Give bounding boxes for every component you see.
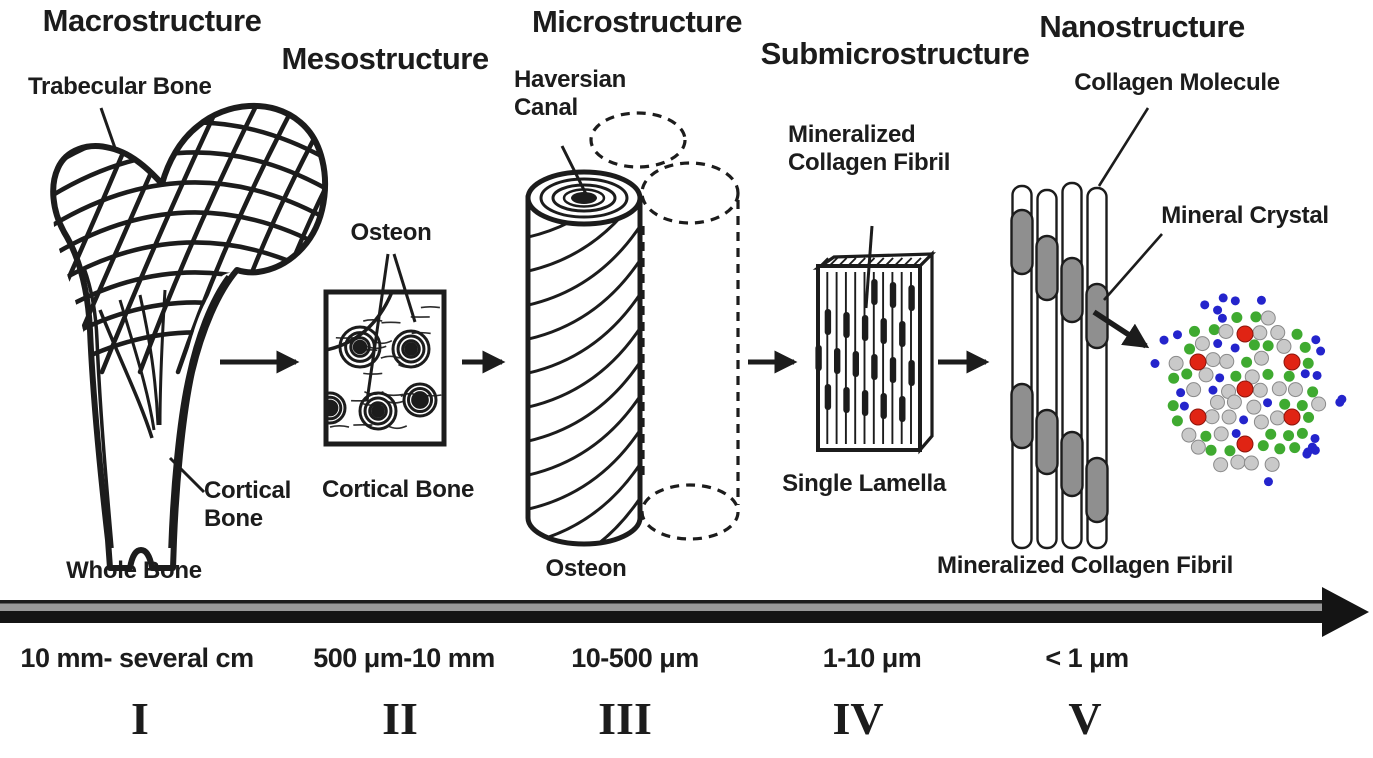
label-whole-bone: Whole Bone bbox=[66, 557, 202, 584]
stage-title-microstructure: Microstructure bbox=[531, 4, 743, 39]
scale-range-meso: 500 μm-10 mm bbox=[313, 643, 495, 673]
label-trabecular-bone: Trabecular Bone bbox=[28, 73, 212, 100]
label-single-lamella: Single Lamella bbox=[782, 470, 946, 497]
level-numeral-2: II bbox=[382, 693, 418, 744]
stage-title-macrostructure: Macrostructure bbox=[42, 3, 262, 38]
label-mineralized-collagen-fibril-nano: Mineralized Collagen Fibril bbox=[937, 552, 1233, 579]
collagen-molecule-pointer-line bbox=[1097, 107, 1150, 187]
label-osteon-micro: Osteon bbox=[545, 555, 627, 582]
label-mineral-crystal: Mineral Crystal bbox=[1161, 202, 1329, 229]
osteon-pointer-line-2 bbox=[392, 253, 417, 323]
scale-range-macro: 10 mm- several cm bbox=[20, 643, 254, 673]
femur-outline bbox=[50, 102, 329, 571]
osteon-cylinder-illustration bbox=[525, 111, 740, 547]
stage-title-submicrostructure: Submicrostructure bbox=[760, 36, 1030, 71]
stage-title-mesostructure: Mesostructure bbox=[281, 41, 489, 76]
mineralized-fibril-illustration bbox=[1010, 181, 1109, 550]
label-collagen-molecule: Collagen Molecule bbox=[1074, 69, 1280, 96]
scale-range-micro: 10-500 μm bbox=[571, 643, 699, 673]
level-numeral-4: IV bbox=[832, 693, 884, 744]
crystal-zoom-arrow bbox=[1092, 309, 1150, 349]
level-numeral-5: V bbox=[1068, 693, 1102, 744]
scale-axis-arrow bbox=[0, 587, 1369, 637]
level-numeral-1: I bbox=[131, 693, 149, 744]
trabecular-pointer-line bbox=[99, 107, 117, 149]
osteon-pointer-line-1 bbox=[365, 253, 390, 402]
label-cortical-bone-meso: Cortical Bone bbox=[321, 476, 475, 503]
label-mineralized-collagen-fibril-sub: Mineralized Collagen Fibril bbox=[788, 121, 951, 176]
stage-title-nanostructure: Nanostructure bbox=[1039, 9, 1245, 44]
mineral-crystal-cluster-illustration bbox=[1150, 293, 1347, 487]
single-lamella-box-illustration bbox=[812, 225, 936, 455]
level-numeral-3: III bbox=[598, 693, 652, 744]
haversian-pointer-line bbox=[560, 145, 588, 195]
scale-range-submicro: 1-10 μm bbox=[822, 643, 922, 673]
cortical-pointer-line bbox=[168, 456, 206, 494]
label-cortical-bone-macro: Cortical Bone bbox=[204, 477, 291, 532]
mineral-crystal-pointer-line bbox=[1103, 233, 1163, 301]
fibril-pointer-line bbox=[864, 225, 874, 309]
scale-range-nano: < 1 μm bbox=[1045, 643, 1129, 673]
label-haversian-canal: Haversian Canal bbox=[514, 66, 627, 121]
label-osteon-meso: Osteon bbox=[350, 219, 432, 246]
haversian-canal-lumen bbox=[571, 192, 597, 204]
cortical-bone-square-illustration bbox=[323, 253, 447, 447]
